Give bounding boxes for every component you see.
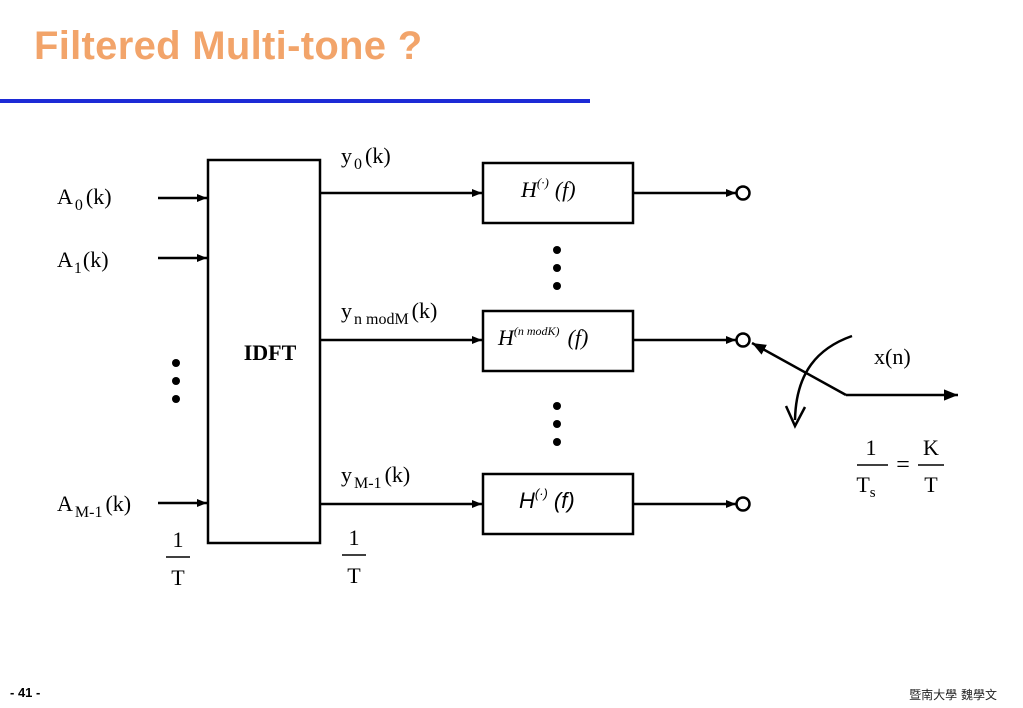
rotation-arrowhead: [784, 405, 807, 429]
filter-label-m1: H(·)(f): [519, 486, 575, 513]
svg-text:T: T: [347, 563, 361, 588]
eq-rhs-numerator: K: [923, 435, 939, 460]
filter-ellipsis-dots-upper: [553, 246, 561, 290]
output-label-xn: x(n): [874, 344, 911, 369]
eq-lhs-numerator: 1: [866, 435, 877, 460]
terminal-n: [735, 332, 751, 348]
idft-label: IDFT: [244, 340, 297, 365]
commutator-arm: [751, 341, 847, 397]
filter-ellipsis-dots-lower: [553, 402, 561, 446]
filter-box-m1: [481, 472, 635, 536]
page-number: - 41 -: [10, 685, 41, 700]
filter-label-n: H(n modK)(f): [497, 324, 588, 350]
svg-text:1: 1: [349, 525, 360, 550]
svg-text:T: T: [171, 565, 185, 590]
input-ellipsis-dots: [172, 359, 180, 403]
terminal-0: [735, 185, 751, 201]
terminal-m1: [735, 496, 751, 512]
filter-box-0: [481, 161, 635, 225]
idft-block: [206, 158, 322, 545]
eq-rhs-denominator: T: [924, 472, 938, 497]
filter-label-0: H(·)(f): [520, 175, 576, 202]
title-underline: [0, 99, 590, 103]
eq-lhs-denominator: Ts: [856, 472, 875, 501]
input-rate-fraction: 1 T: [166, 527, 190, 590]
author-credit: 暨南大學 魏學文: [909, 688, 997, 702]
output-rate-fraction: 1 T: [342, 525, 366, 588]
slide-title: Filtered Multi-tone ?: [34, 24, 423, 68]
input-label-a1: A1(k): [57, 247, 109, 277]
rotation-arc: [793, 334, 853, 421]
rate-equation: 1 Ts = K T: [856, 435, 944, 501]
svg-text:1: 1: [173, 527, 184, 552]
eq-equals: =: [896, 452, 910, 478]
